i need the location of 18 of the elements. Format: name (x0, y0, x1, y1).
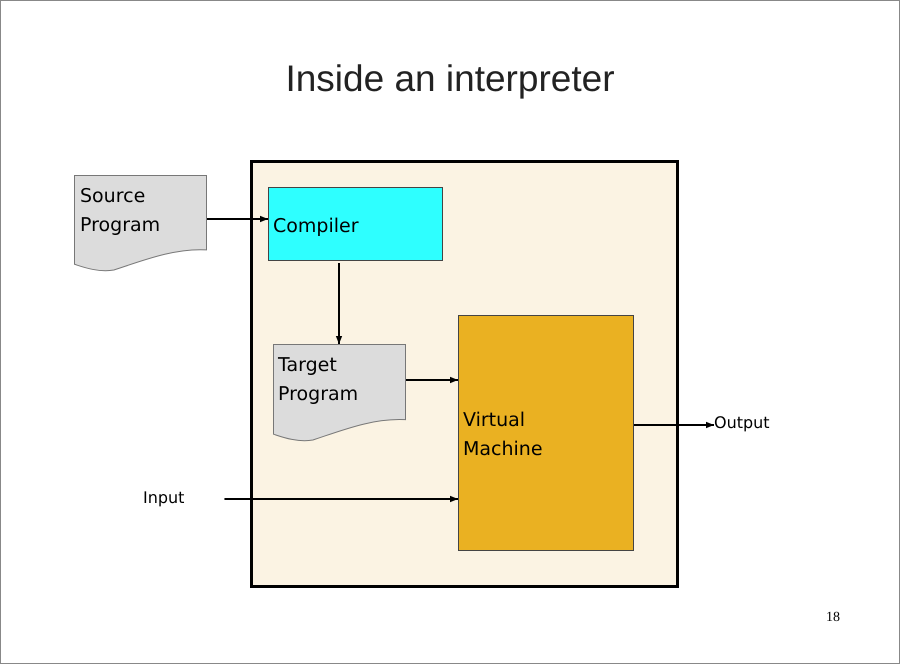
interpreter-box (250, 160, 679, 588)
arrow (336, 263, 342, 344)
node-label: Virtual Machine (463, 408, 544, 462)
process-box (458, 315, 634, 551)
document-shape (273, 344, 406, 441)
arrow (634, 422, 714, 428)
arrow (406, 376, 458, 384)
arrow (207, 216, 268, 222)
node-label: Compiler (273, 214, 359, 239)
io-label: Input (143, 488, 184, 507)
slide-title: Inside an interpreter (284, 58, 616, 100)
node-label: Target Program (278, 353, 360, 407)
node-label: Source Program (80, 184, 162, 238)
page-number: 18 (826, 610, 840, 626)
process-box (268, 187, 443, 261)
arrow (224, 496, 458, 502)
document-shape (74, 175, 207, 271)
io-label: Output (714, 413, 770, 432)
